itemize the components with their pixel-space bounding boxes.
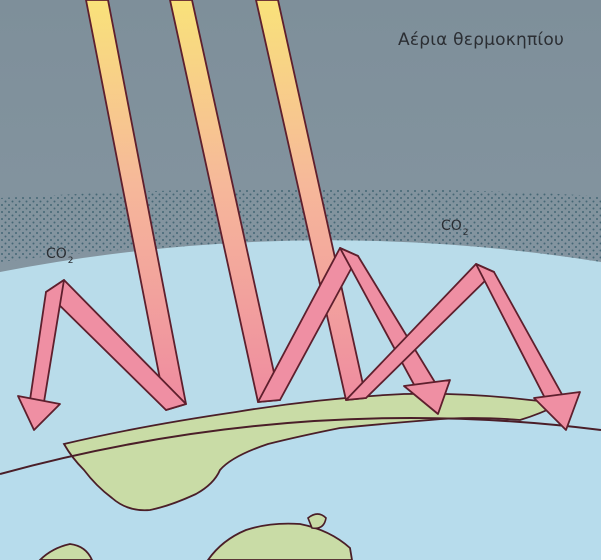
diagram-title: Αέρια θερμοκηπίου: [398, 30, 564, 50]
co2-label-right: CO2: [441, 218, 469, 234]
co2-right-subscript: 2: [463, 228, 469, 238]
co2-label-left: CO2: [46, 246, 74, 262]
co2-left-base: CO: [46, 246, 67, 262]
co2-left-subscript: 2: [68, 256, 74, 266]
co2-right-base: CO: [441, 218, 462, 234]
